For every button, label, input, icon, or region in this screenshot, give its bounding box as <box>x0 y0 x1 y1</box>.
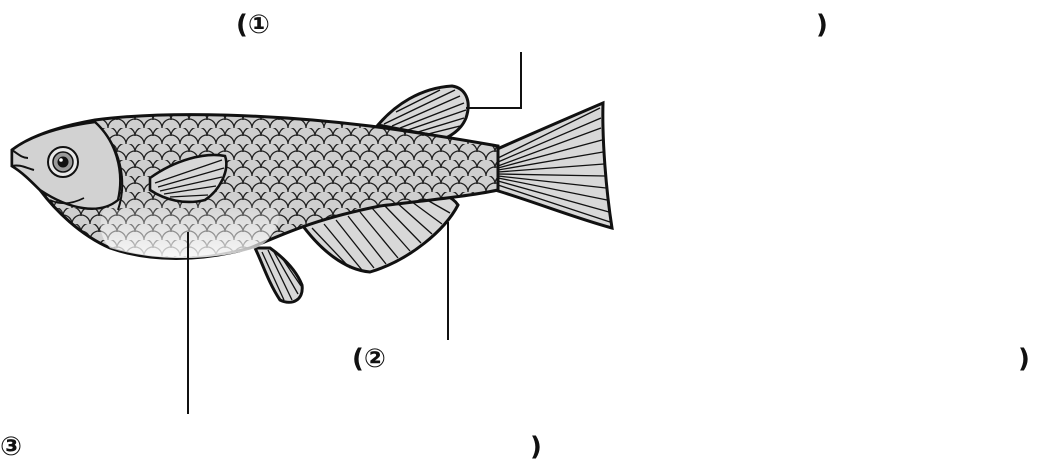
label-3-close: ) <box>530 434 542 460</box>
leader-line-1 <box>466 52 521 108</box>
caudal-fin <box>495 103 612 228</box>
eye <box>48 147 78 177</box>
label-2-close: ) <box>1018 346 1030 372</box>
pelvic-fin <box>255 248 302 302</box>
label-1-open: (① <box>236 12 270 38</box>
label-1-close: ) <box>816 12 828 38</box>
label-2-open: (② <box>352 346 386 372</box>
label-3-open: ③ <box>0 434 22 460</box>
